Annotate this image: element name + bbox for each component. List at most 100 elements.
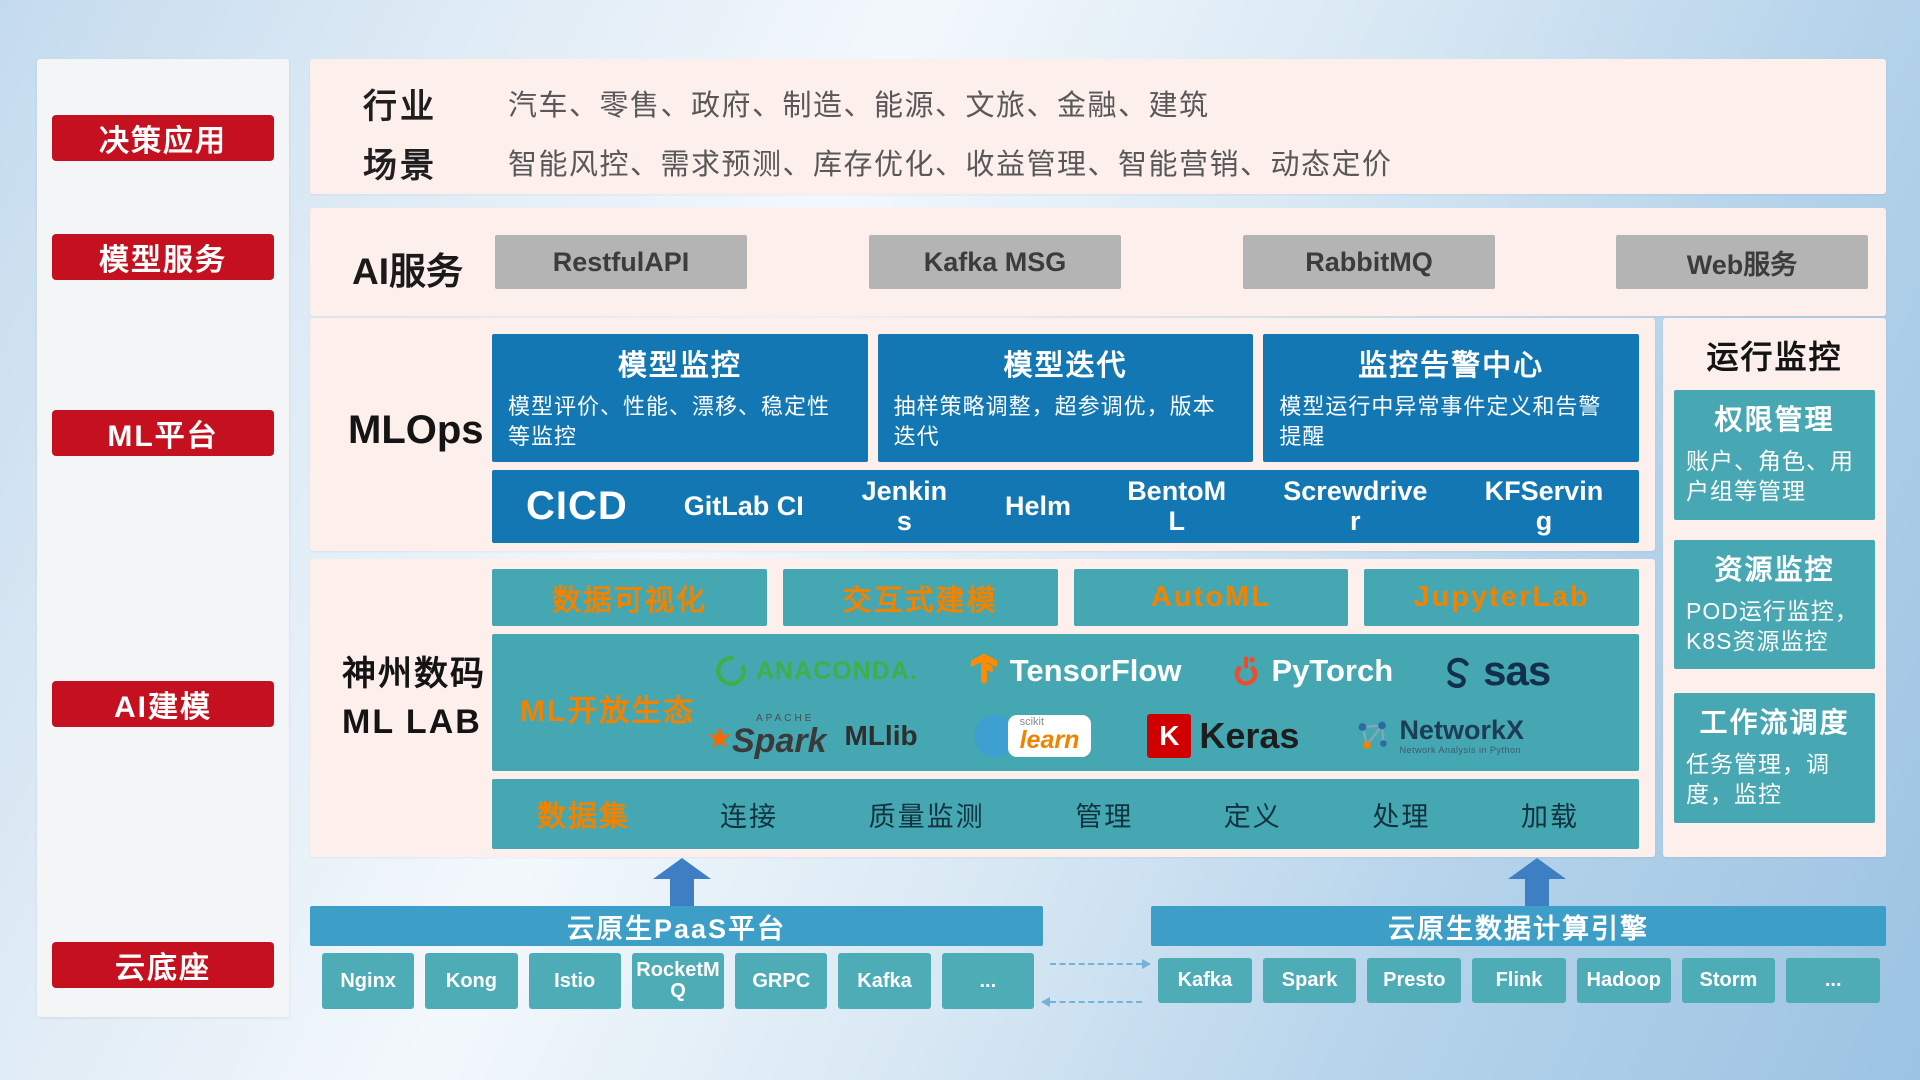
up-arrow-left <box>653 858 711 906</box>
engine-chip-storm: Storm <box>1681 958 1776 1003</box>
networkx-icon <box>1359 721 1388 749</box>
runtime-monitor-panel: 运行监控 权限管理 账户、角色、用户组等管理 资源监控 POD运行监控，K8S资… <box>1663 318 1886 857</box>
paas-chip-kong: Kong <box>425 953 518 1009</box>
mllab-label-line2: ML LAB <box>342 702 482 741</box>
eco-logo-grid: ANACONDA. TensorFlow PyTorch sas <box>706 638 1629 767</box>
card-title: 模型迭代 <box>1003 350 1128 382</box>
mllab-panel: 神州数码 ML LAB 数据可视化 交互式建模 AutoML JupyterLa… <box>310 559 1655 857</box>
networkx-logo: NetworkX Network Analysis in Python <box>1355 715 1524 755</box>
sas-logo: sas <box>1441 647 1551 695</box>
card-title: 工作流调度 <box>1699 707 1850 738</box>
scene-row: 场景 智能风控、需求预测、库存优化、收益管理、智能营销、动态定价 <box>310 138 1886 185</box>
industry-scene-panel: 行业 汽车、零售、政府、制造、能源、文旅、金融、建筑 场景 智能风控、需求预测、… <box>310 59 1886 194</box>
industry-list: 汽车、零售、政府、制造、能源、文旅、金融、建筑 <box>508 90 1210 122</box>
engine-components: Kafka Spark Presto Flink Hadoop Storm ..… <box>1158 958 1881 1003</box>
mlops-card-model-iteration: 模型迭代 抽样策略调整，超参调优，版本迭代 <box>877 334 1254 462</box>
category-model-service: 模型服务 <box>52 234 274 280</box>
cicd-item-screwdriver: Screwdriver <box>1283 475 1428 536</box>
restful-api-chip: RestfulAPI <box>495 235 747 289</box>
paas-chip-more: ... <box>941 953 1034 1009</box>
paas-chip-nginx: Nginx <box>322 953 415 1009</box>
mlops-card-alert-center: 监控告警中心 模型运行中异常事件定义和告警提醒 <box>1263 334 1640 462</box>
card-title: 权限管理 <box>1714 404 1835 435</box>
left-category-rail: 决策应用 模型服务 ML平台 AI建模 云底座 <box>37 59 289 1017</box>
dataset-label: 数据集 <box>537 801 631 833</box>
dataset-items: 连接 质量监测 管理 定义 处理 加载 <box>720 795 1579 834</box>
mllab-tools-row: 数据可视化 交互式建模 AutoML JupyterLab <box>492 569 1639 626</box>
cicd-item-bentoml: BentoML <box>1127 475 1227 536</box>
eco-logo-row-2: ★ APACHE Spark MLlib scikit learn <box>706 713 1629 760</box>
paas-chip-kafka: Kafka <box>838 953 931 1009</box>
mlops-panel: MLOps 模型监控 模型评价、性能、漂移、稳定性等监控 模型迭代 抽样策略调整… <box>310 318 1655 551</box>
anaconda-logo: ANACONDA. <box>714 654 918 688</box>
card-title: 监控告警中心 <box>1358 350 1545 382</box>
category-ai-modeling: AI建模 <box>52 681 274 727</box>
paas-components: Nginx Kong Istio RocketMQ GRPC Kafka ... <box>322 953 1034 1009</box>
cicd-label: CICD <box>526 484 628 528</box>
pytorch-logo: PyTorch <box>1229 652 1393 690</box>
keras-k-icon: K <box>1147 713 1192 758</box>
cicd-bar: CICD GitLab CI Jenkins Helm BentoML Scre… <box>492 470 1639 543</box>
card-desc: 抽样策略调整，超参调优，版本迭代 <box>893 394 1216 449</box>
engine-chip-kafka: Kafka <box>1158 958 1252 1003</box>
card-title: 模型监控 <box>617 350 742 382</box>
spark-mllib-logo: ★ APACHE Spark MLlib <box>706 713 918 760</box>
monitor-card-workflow: 工作流调度 任务管理，调度，监控 <box>1674 693 1875 823</box>
card-desc: POD运行监控，K8S资源监控 <box>1686 598 1859 655</box>
card-desc: 模型运行中异常事件定义和告警提醒 <box>1279 394 1602 449</box>
cicd-items: GitLab CI Jenkins Helm BentoML Screwdriv… <box>683 475 1605 536</box>
engine-chip-more: ... <box>1786 958 1881 1003</box>
engine-chip-hadoop: Hadoop <box>1576 958 1671 1003</box>
cicd-item-helm: Helm <box>1005 490 1072 521</box>
card-title: 资源监控 <box>1714 554 1835 585</box>
cicd-item-kfserving: KFServing <box>1484 475 1604 536</box>
dashed-arrow-to-paas <box>1041 997 1142 1007</box>
monitor-card-permissions: 权限管理 账户、角色、用户组等管理 <box>1674 390 1875 520</box>
tool-automl: AutoML <box>1073 569 1349 626</box>
up-arrow-right <box>1508 858 1566 906</box>
scene-list: 智能风控、需求预测、库存优化、收益管理、智能营销、动态定价 <box>508 149 1393 181</box>
dataset-item-define: 定义 <box>1223 801 1282 832</box>
tool-interactive-modeling: 交互式建模 <box>782 569 1058 626</box>
mlops-card-model-monitoring: 模型监控 模型评价、性能、漂移、稳定性等监控 <box>492 334 868 462</box>
data-engine-bar: 云原生数据计算引擎 <box>1151 906 1886 946</box>
industry-label: 行业 <box>363 88 437 126</box>
mllab-label: 神州数码 ML LAB <box>342 651 486 746</box>
mllab-label-line1: 神州数码 <box>342 655 486 693</box>
pytorch-icon <box>1235 656 1258 686</box>
spark-star-icon: ★ <box>706 722 733 755</box>
tool-data-visualization: 数据可视化 <box>492 569 767 626</box>
dataset-item-process: 处理 <box>1372 801 1431 832</box>
ai-service-panel: AI服务 RestfulAPI Kafka MSG RabbitMQ Web服务 <box>310 208 1886 316</box>
paas-chip-rocketmq: RocketMQ <box>631 953 725 1009</box>
engine-chip-spark: Spark <box>1262 958 1357 1003</box>
ai-service-label: AI服务 <box>352 251 463 292</box>
cicd-item-gitlab-ci: GitLab CI <box>683 490 804 521</box>
eco-logo-row-1: ANACONDA. TensorFlow PyTorch sas <box>714 647 1629 695</box>
rabbitmq-chip: RabbitMQ <box>1243 235 1495 289</box>
dataset-item-connect: 连接 <box>720 801 779 832</box>
tensorflow-logo: TensorFlow <box>966 652 1181 690</box>
category-decision-apps: 决策应用 <box>52 115 274 161</box>
keras-logo: K Keras <box>1147 713 1299 758</box>
paas-chip-istio: Istio <box>528 953 621 1009</box>
tensorflow-icon <box>970 653 997 685</box>
mlops-label: MLOps <box>348 408 484 452</box>
eco-label: ML开放生态 <box>520 695 696 728</box>
dataset-item-load: 加载 <box>1520 801 1579 832</box>
paas-chip-grpc: GRPC <box>735 953 828 1009</box>
sas-icon <box>1447 657 1469 688</box>
dataset-row: 数据集 连接 质量监测 管理 定义 处理 加载 <box>492 779 1639 849</box>
runtime-monitor-title: 运行监控 <box>1706 339 1843 375</box>
category-cloud-base: 云底座 <box>52 942 274 988</box>
dataset-item-quality: 质量监测 <box>868 801 985 832</box>
paas-platform-bar: 云原生PaaS平台 <box>310 906 1043 946</box>
card-desc: 模型评价、性能、漂移、稳定性等监控 <box>508 394 831 449</box>
web-service-chip: Web服务 <box>1616 235 1868 289</box>
monitor-card-resources: 资源监控 POD运行监控，K8S资源监控 <box>1674 540 1875 669</box>
ml-open-ecosystem-box: ML开放生态 ANACONDA. TensorFlow PyTorch <box>492 634 1639 771</box>
kafka-msg-chip: Kafka MSG <box>869 235 1121 289</box>
card-desc: 账户、角色、用户组等管理 <box>1686 448 1854 505</box>
anaconda-icon <box>716 656 746 686</box>
dataset-item-manage: 管理 <box>1075 801 1134 832</box>
